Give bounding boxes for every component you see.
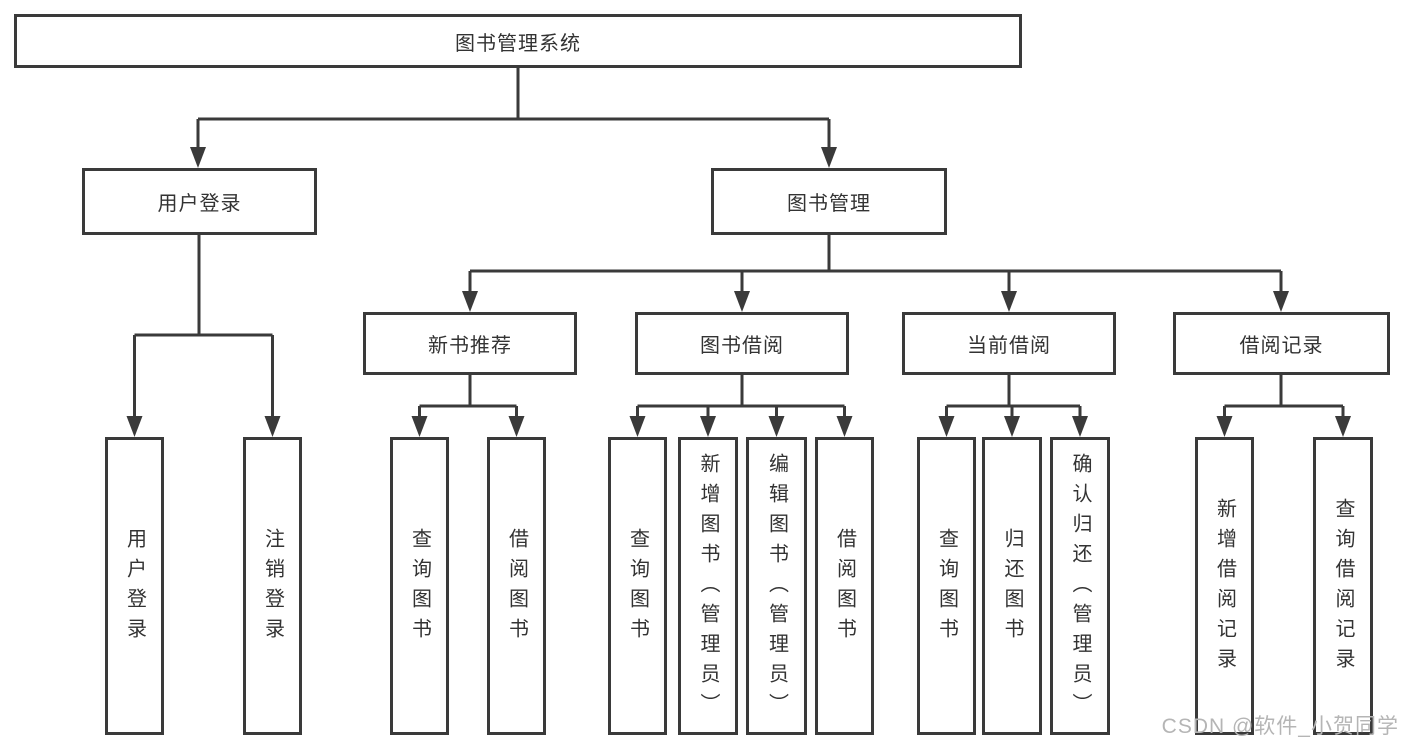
leaf-query-borrow-record: 查询借阅记录 (1313, 437, 1373, 735)
node-root: 图书管理系统 (14, 14, 1022, 68)
leaf-query-books-borrow: 查询图书 (608, 437, 667, 735)
node-book-management: 图书管理 (711, 168, 947, 235)
leaf-add-borrow-record: 新增借阅记录 (1195, 437, 1254, 735)
arrowhead (821, 147, 837, 168)
leaf-query-books-recommend: 查询图书 (390, 437, 449, 735)
arrowhead (411, 416, 428, 437)
arrowhead (938, 416, 955, 437)
arrowhead (1216, 416, 1233, 437)
arrowhead (264, 416, 281, 437)
leaf-edit-book-admin: 编辑图书（管理员） (746, 437, 807, 735)
arrowhead (462, 291, 478, 312)
arrowhead (1335, 416, 1351, 437)
arrowhead (1273, 291, 1289, 312)
leaf-logout: 注销登录 (243, 437, 302, 735)
leaf-add-book-admin: 新增图书（管理员） (678, 437, 738, 735)
arrowhead (629, 416, 646, 437)
leaf-borrow-books-borrow: 借阅图书 (815, 437, 874, 735)
arrowhead (1004, 416, 1020, 437)
arrowhead (700, 416, 716, 437)
arrowhead (836, 416, 853, 437)
leaf-borrow-books-recommend: 借阅图书 (487, 437, 546, 735)
leaf-return-book: 归还图书 (982, 437, 1042, 735)
arrowhead (768, 416, 785, 437)
node-current-borrow: 当前借阅 (902, 312, 1116, 375)
node-borrow-records: 借阅记录 (1173, 312, 1390, 375)
arrowhead (508, 416, 525, 437)
arrowhead (190, 147, 206, 168)
connector-path (133, 68, 1345, 432)
arrowhead (1072, 416, 1088, 437)
node-book-borrow: 图书借阅 (635, 312, 849, 375)
arrowhead (126, 416, 143, 437)
leaf-confirm-return-admin: 确认归还（管理员） (1050, 437, 1110, 735)
leaf-query-books-current: 查询图书 (917, 437, 976, 735)
leaf-user-login: 用户登录 (105, 437, 164, 735)
arrowhead (734, 291, 750, 312)
node-new-book-recommend: 新书推荐 (363, 312, 577, 375)
node-user-login: 用户登录 (82, 168, 317, 235)
arrowhead (1001, 291, 1017, 312)
csdn-watermark: CSDN @软件_小贺同学 (1161, 715, 1399, 738)
